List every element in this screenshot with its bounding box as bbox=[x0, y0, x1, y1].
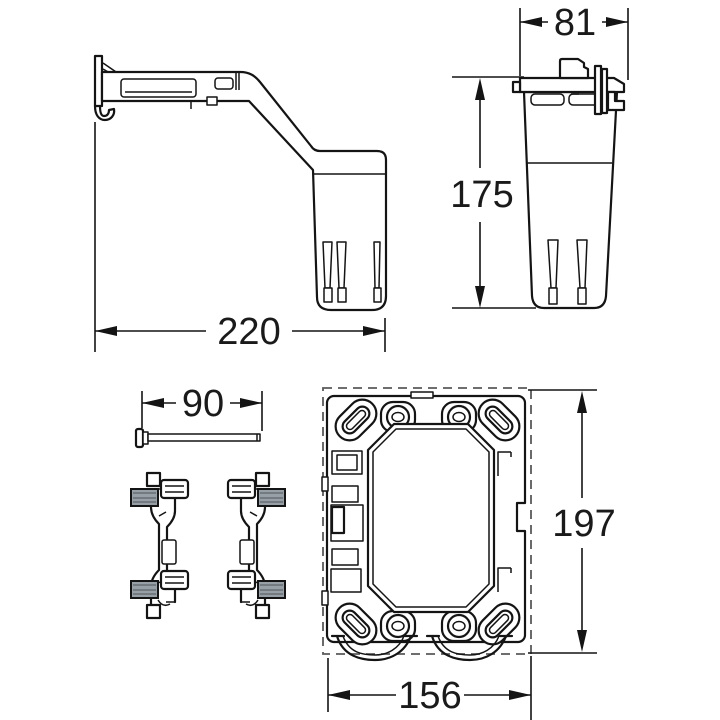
clip-bottom-right-block bbox=[159, 569, 190, 591]
screw-drawing bbox=[134, 427, 261, 449]
arm-pocket-lines bbox=[125, 91, 192, 102]
container-slot-2 bbox=[336, 241, 347, 289]
dimension-screw-length: 90 bbox=[141, 383, 263, 431]
arm-tick bbox=[235, 73, 240, 90]
top-tab bbox=[558, 57, 590, 80]
extension-lines bbox=[327, 656, 532, 720]
dimension-arm-length: 220 bbox=[94, 122, 386, 353]
screw-hole bbox=[379, 609, 417, 643]
fin-plate-2 bbox=[600, 67, 609, 115]
arrowhead-left bbox=[95, 326, 117, 336]
frame-left-tab-2 bbox=[321, 590, 329, 606]
corner-slot-top-right bbox=[477, 398, 521, 442]
arm-detail-slot bbox=[214, 77, 234, 90]
arrowhead-right bbox=[240, 398, 262, 408]
bracket-side-view: 220 bbox=[93, 54, 388, 353]
arrowhead-down bbox=[475, 286, 485, 308]
arrowhead-left bbox=[520, 17, 542, 27]
clip-bottom-tab bbox=[145, 603, 162, 620]
notch-mask bbox=[521, 503, 529, 531]
frame-wire-clip-left bbox=[330, 634, 419, 662]
slot-foot bbox=[323, 287, 333, 303]
arrowhead-down bbox=[577, 630, 587, 652]
container-slot-3 bbox=[373, 241, 381, 289]
wall-plate bbox=[93, 54, 104, 108]
body-inner-detail bbox=[530, 93, 565, 106]
flange-right-bracket bbox=[606, 90, 626, 112]
corner-slot-top-left bbox=[334, 398, 378, 442]
arrowhead-up bbox=[475, 78, 485, 100]
screw-hole bbox=[440, 609, 478, 643]
container-slot-1 bbox=[322, 241, 333, 289]
frame-wire-clip-right bbox=[425, 634, 514, 662]
screw-shaft bbox=[147, 433, 261, 442]
dimension-label-156: 156 bbox=[398, 675, 461, 717]
arrowhead-right bbox=[509, 690, 531, 700]
dimension-label-81: 81 bbox=[554, 2, 596, 44]
flange bbox=[518, 76, 626, 94]
frame-right-bracket-bottom bbox=[497, 567, 512, 592]
slot-foot bbox=[577, 287, 587, 305]
slot-foot bbox=[373, 287, 382, 303]
mounting-clip-left bbox=[130, 471, 190, 620]
dimension-cartridge-width: 81 bbox=[519, 2, 629, 80]
slot-foot bbox=[337, 287, 347, 303]
dimension-label-175: 175 bbox=[450, 174, 513, 216]
cartridge-front-view: 81 175 bbox=[450, 2, 629, 310]
arrowhead-right bbox=[606, 17, 628, 27]
frame-opening-outer bbox=[366, 422, 496, 614]
slot-foot bbox=[548, 287, 558, 305]
corner-slot-bottom-right bbox=[477, 602, 521, 646]
frame-left-latches bbox=[330, 450, 364, 593]
frame-dashed-outline bbox=[322, 387, 532, 655]
frame-opening-inner bbox=[372, 428, 490, 608]
frame-right-bracket-top bbox=[497, 451, 512, 476]
clip-top-tab bbox=[145, 471, 162, 488]
extension-lines bbox=[94, 122, 386, 352]
dimension-cartridge-height: 175 bbox=[450, 78, 514, 308]
extension-lines bbox=[141, 391, 263, 431]
screw-head bbox=[134, 427, 145, 449]
dimension-label-90: 90 bbox=[182, 383, 224, 425]
cartridge-body bbox=[522, 90, 619, 310]
frame-left-tab bbox=[321, 476, 329, 492]
fin-plate bbox=[593, 64, 603, 116]
arrowhead-up bbox=[577, 391, 587, 413]
arrowhead-right bbox=[363, 326, 385, 336]
frame-top-notch bbox=[410, 391, 434, 399]
frame-right-notch bbox=[515, 501, 527, 533]
dimension-frame-height: 197 bbox=[528, 389, 616, 654]
extension-lines bbox=[528, 389, 597, 654]
flange-left-tab bbox=[511, 80, 522, 94]
arrowhead-left bbox=[142, 398, 164, 408]
screw-and-clips: 90 bbox=[130, 383, 287, 620]
dimension-label-220: 220 bbox=[217, 311, 280, 353]
arrowhead-left bbox=[328, 690, 350, 700]
arm-pocket bbox=[120, 78, 197, 98]
reference-lines bbox=[452, 76, 536, 309]
dimension-label-197: 197 bbox=[552, 503, 615, 545]
mounting-clip-right bbox=[226, 471, 287, 620]
corner-slot-bottom-left bbox=[334, 602, 378, 646]
arm-notch bbox=[206, 96, 218, 106]
wall-hook bbox=[93, 104, 116, 122]
frame-front-view: 197 156 bbox=[321, 387, 616, 720]
dimension-frame-width: 156 bbox=[327, 656, 532, 720]
extension-lines bbox=[519, 8, 629, 80]
clip-top-right-block bbox=[159, 478, 190, 500]
